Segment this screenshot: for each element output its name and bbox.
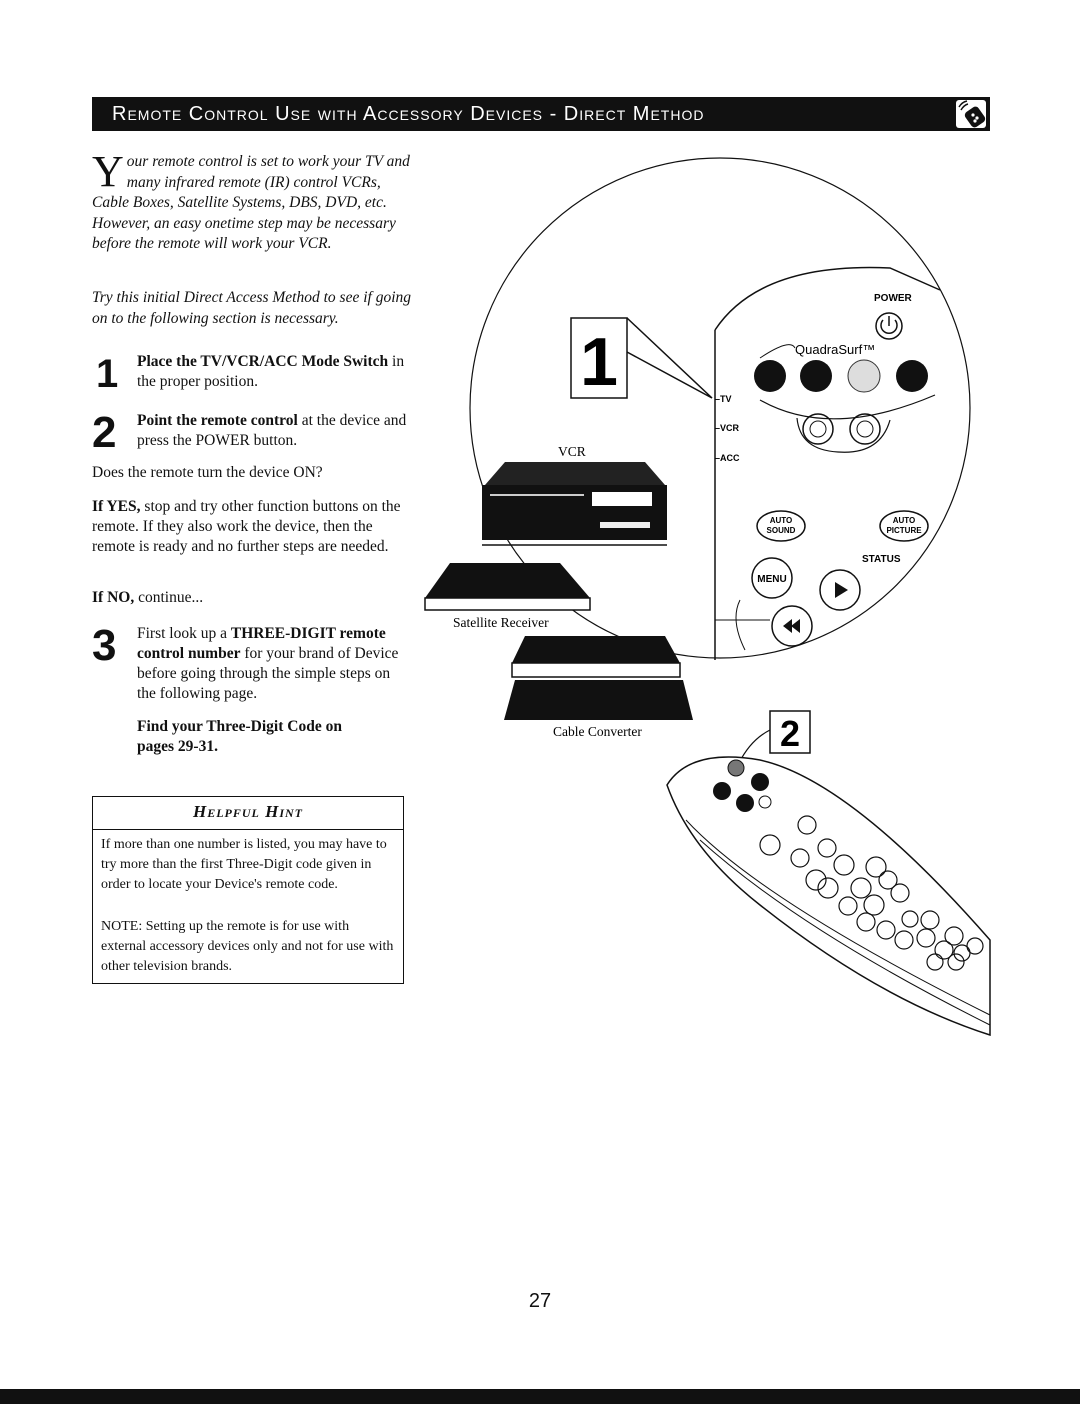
remote-control-drawing [666, 756, 991, 1037]
vcr-label: VCR [558, 444, 586, 459]
status-label: STATUS [862, 554, 901, 565]
auto-sound-button [756, 510, 806, 542]
page-number: 27 [528, 1290, 552, 1312]
remote-signal-icon [956, 100, 986, 128]
magnifier-circle [469, 157, 971, 659]
bottom-bar [0, 1389, 1080, 1404]
question-text: Does the remote turn the device ON? [92, 464, 323, 481]
vcr-device [485, 462, 665, 485]
hint-paragraph: If more than one number is listed, you m… [101, 837, 387, 892]
step-3: 3 First look up a THREE-DIGIT remote con… [92, 624, 412, 708]
power-label: POWER [874, 293, 913, 304]
if-yes-text: stop and try other function buttons on t… [92, 498, 401, 555]
callout-2-box [769, 710, 811, 754]
mode-tv-label: –TV [715, 394, 732, 404]
remote-accessory-illustration: 1 POWER QuadraSurf™ –TV –VCR –ACC AUTO S… [424, 157, 991, 1037]
remote-closeup-outline [714, 266, 941, 331]
smiley-button-icon [802, 413, 834, 445]
step-1: 1 Place the TV/VCR/ACC Mode Switch in th… [92, 352, 412, 396]
intro-text: our remote control is set to work your T… [92, 153, 410, 252]
svg-text:AUTO: AUTO [893, 516, 916, 525]
find-code-text: Find your Three-Digit Code on pages 29-3… [137, 718, 342, 755]
if-no-text: continue... [134, 589, 204, 606]
hint-title: Helpful Hint [93, 797, 403, 830]
callout-1-number: 1 [580, 324, 618, 400]
step-bold: Place the TV/VCR/ACC Mode Switch [137, 353, 389, 370]
satellite-receiver-device [425, 563, 590, 598]
callout-2-number: 2 [780, 713, 800, 754]
step-number: 3 [92, 621, 117, 670]
step-pre: First look up a [137, 625, 231, 642]
frown-button-icon [849, 413, 881, 445]
step-bold: THREE-DIGIT remote control number [137, 625, 386, 662]
if-no-label: If NO, [92, 589, 135, 606]
step-text: in the proper position. [137, 353, 405, 390]
step-number: 1 [96, 352, 119, 396]
power-button-icon [875, 312, 903, 340]
svg-text:MENU: MENU [757, 574, 786, 585]
quadrasurf-button-2 [800, 360, 832, 392]
quadrasurf-button-1 [754, 360, 786, 392]
drop-cap: Y [92, 147, 124, 196]
hint-note: NOTE: Setting up the remote is for use w… [101, 919, 394, 974]
brand-label: QuadraSurf™ [795, 342, 875, 357]
mode-vcr-label: –VCR [715, 423, 740, 433]
step-number: 2 [92, 408, 117, 457]
callout-1-pointer [626, 317, 713, 399]
svg-text:SOUND: SOUND [767, 526, 796, 535]
satellite-label: Satellite Receiver [453, 615, 549, 630]
callout-1-box [570, 317, 628, 399]
menu-button [751, 557, 793, 599]
svg-text:PICTURE: PICTURE [886, 526, 922, 535]
mode-acc-label: –ACC [715, 453, 740, 463]
section-title: Remote Control Use with Accessory Device… [112, 103, 705, 125]
quadrasurf-button-4 [896, 360, 928, 392]
step-2: 2 Point the remote control at the device… [92, 411, 412, 455]
if-yes-label: If YES, [92, 498, 141, 515]
intro-paragraph-2: Try this initial Direct Access Method to… [92, 289, 412, 327]
step-text: at the device and press the POWER button… [137, 412, 407, 449]
step-text: for your brand of Device before going th… [137, 645, 399, 702]
cable-converter-device [512, 636, 680, 663]
helpful-hint-box: Helpful Hint If more than one number is … [92, 796, 404, 984]
if-no-paragraph: If NO, continue... [92, 588, 412, 608]
svg-text:AUTO: AUTO [770, 516, 793, 525]
if-yes-paragraph: If YES, stop and try other function butt… [92, 497, 407, 557]
cable-label: Cable Converter [553, 724, 642, 739]
auto-picture-button [879, 510, 929, 542]
section-title-banner: Remote Control Use with Accessory Device… [92, 97, 990, 131]
play-button-icon [819, 569, 861, 611]
step-bold: Point the remote control [137, 412, 298, 429]
quadrasurf-button-3 [847, 359, 881, 393]
rewind-button-icon [771, 605, 813, 647]
